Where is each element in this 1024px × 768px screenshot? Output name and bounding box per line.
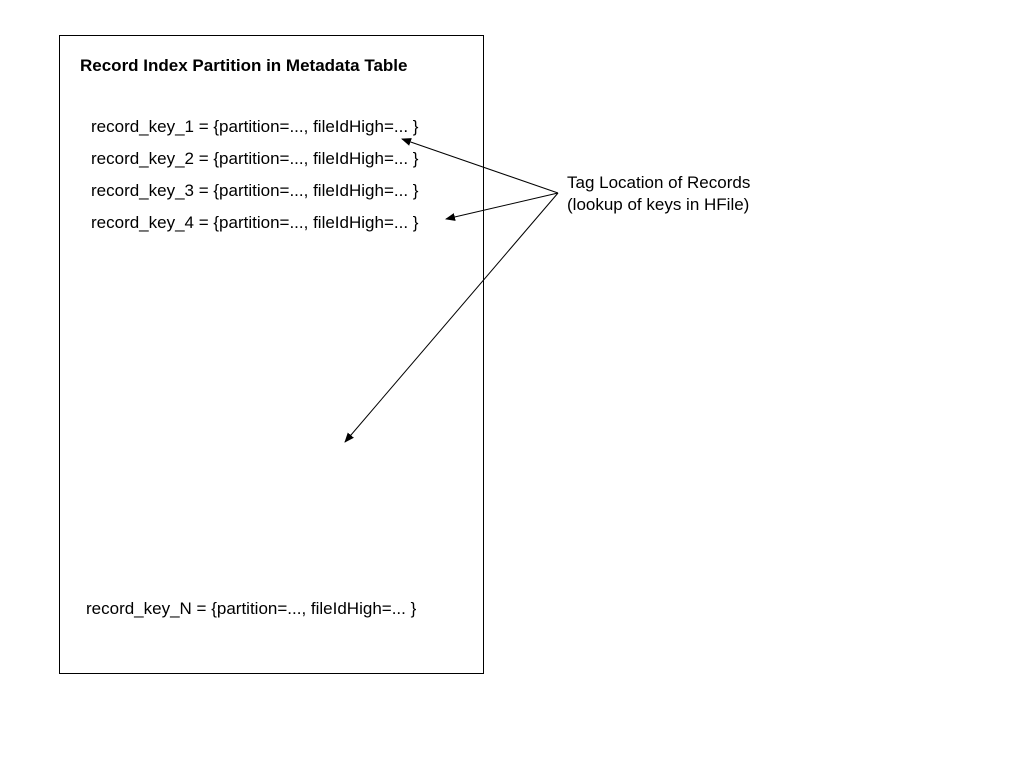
box-title: Record Index Partition in Metadata Table [80, 56, 408, 75]
record-row-1: record_key_1 = {partition=..., fileIdHig… [91, 117, 419, 136]
arrow-to-record-4 [445, 192, 559, 221]
annotation-line-2: (lookup of keys in HFile) [567, 195, 750, 214]
annotation-line-1: Tag Location of Records [567, 173, 751, 192]
record-row-4: record_key_4 = {partition=..., fileIdHig… [91, 213, 419, 232]
record-row-3: record_key_3 = {partition=..., fileIdHig… [91, 181, 419, 200]
arrow-to-record-1 [401, 138, 559, 194]
arrow-to-lower-partition [344, 192, 559, 443]
record-index-partition-box [59, 35, 484, 674]
record-row-n: record_key_N = {partition=..., fileIdHig… [86, 599, 417, 618]
tag-location-annotation: Tag Location of Records (lookup of keys … [567, 172, 750, 216]
record-row-2: record_key_2 = {partition=..., fileIdHig… [91, 149, 419, 168]
